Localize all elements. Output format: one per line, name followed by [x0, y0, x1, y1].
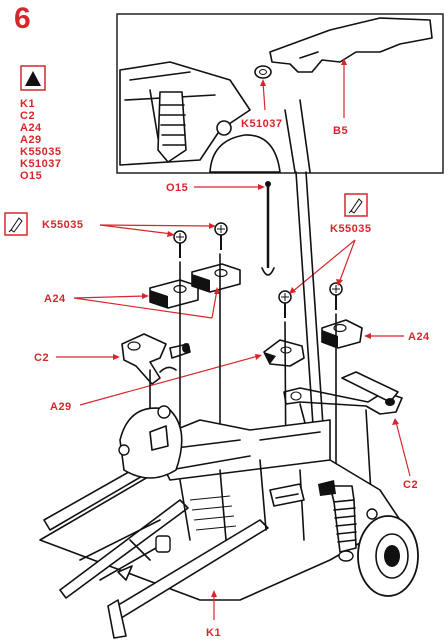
- part-a29: [263, 339, 305, 367]
- callout-c2-right: C2: [392, 418, 418, 491]
- callout-a24-right: A24: [364, 331, 430, 343]
- svg-text:A24: A24: [408, 331, 430, 343]
- step-number: 6: [14, 2, 31, 35]
- screwdriver-icon: [4, 212, 28, 236]
- detail-inset: [116, 13, 444, 174]
- callout-k55035-right: K55035: [289, 223, 372, 294]
- part-a29: A29: [20, 134, 42, 146]
- callout-b5: B5: [333, 58, 348, 137]
- screw-k55035: [329, 282, 343, 310]
- svg-text:C2: C2: [34, 352, 49, 364]
- part-k51037: K51037: [20, 158, 62, 170]
- part-c2: C2: [20, 110, 35, 122]
- part-a24: [321, 319, 363, 349]
- chassis-k1: [39, 419, 401, 639]
- part-o15: O15: [20, 170, 42, 182]
- screwdriver-icon: [344, 193, 368, 217]
- svg-text:K55035: K55035: [330, 223, 372, 235]
- svg-text:A29: A29: [50, 401, 72, 413]
- rear-mount: [149, 425, 305, 507]
- part-a24: [149, 279, 199, 309]
- screw-k55035: [173, 230, 187, 258]
- screw-k55035: [214, 222, 228, 250]
- part-a24: [191, 263, 241, 293]
- svg-text:K51037: K51037: [241, 118, 283, 130]
- callout-k51037: K51037: [241, 79, 283, 130]
- svg-text:K55035: K55035: [42, 219, 84, 231]
- assembly-guide-lines: [149, 171, 373, 511]
- part-o15-rod: [261, 181, 275, 276]
- callout-k1: K1: [206, 590, 221, 639]
- glue-icon: [20, 65, 46, 91]
- svg-text:A24: A24: [44, 293, 66, 305]
- svg-text:B5: B5: [333, 125, 348, 137]
- svg-text:K1: K1: [206, 627, 221, 639]
- part-a24: A24: [20, 122, 42, 134]
- screw-k55035: [278, 290, 292, 318]
- svg-text:O15: O15: [166, 182, 188, 194]
- wheel-right: [357, 508, 419, 597]
- parts-list: K1 C2 A24 A29 K55035 K51037 O15: [20, 98, 62, 182]
- part-c2-right: [283, 371, 403, 415]
- part-k55035: K55035: [20, 146, 62, 158]
- callout-a24-left: A24: [44, 287, 220, 319]
- callout-a29: A29: [50, 354, 262, 413]
- callout-c2-left: C2: [34, 352, 120, 364]
- damper: [318, 480, 357, 562]
- part-k1: K1: [20, 98, 35, 110]
- svg-text:C2: C2: [403, 479, 418, 491]
- callout-o15: O15: [166, 182, 265, 194]
- callout-k55035-left: K55035: [42, 219, 216, 237]
